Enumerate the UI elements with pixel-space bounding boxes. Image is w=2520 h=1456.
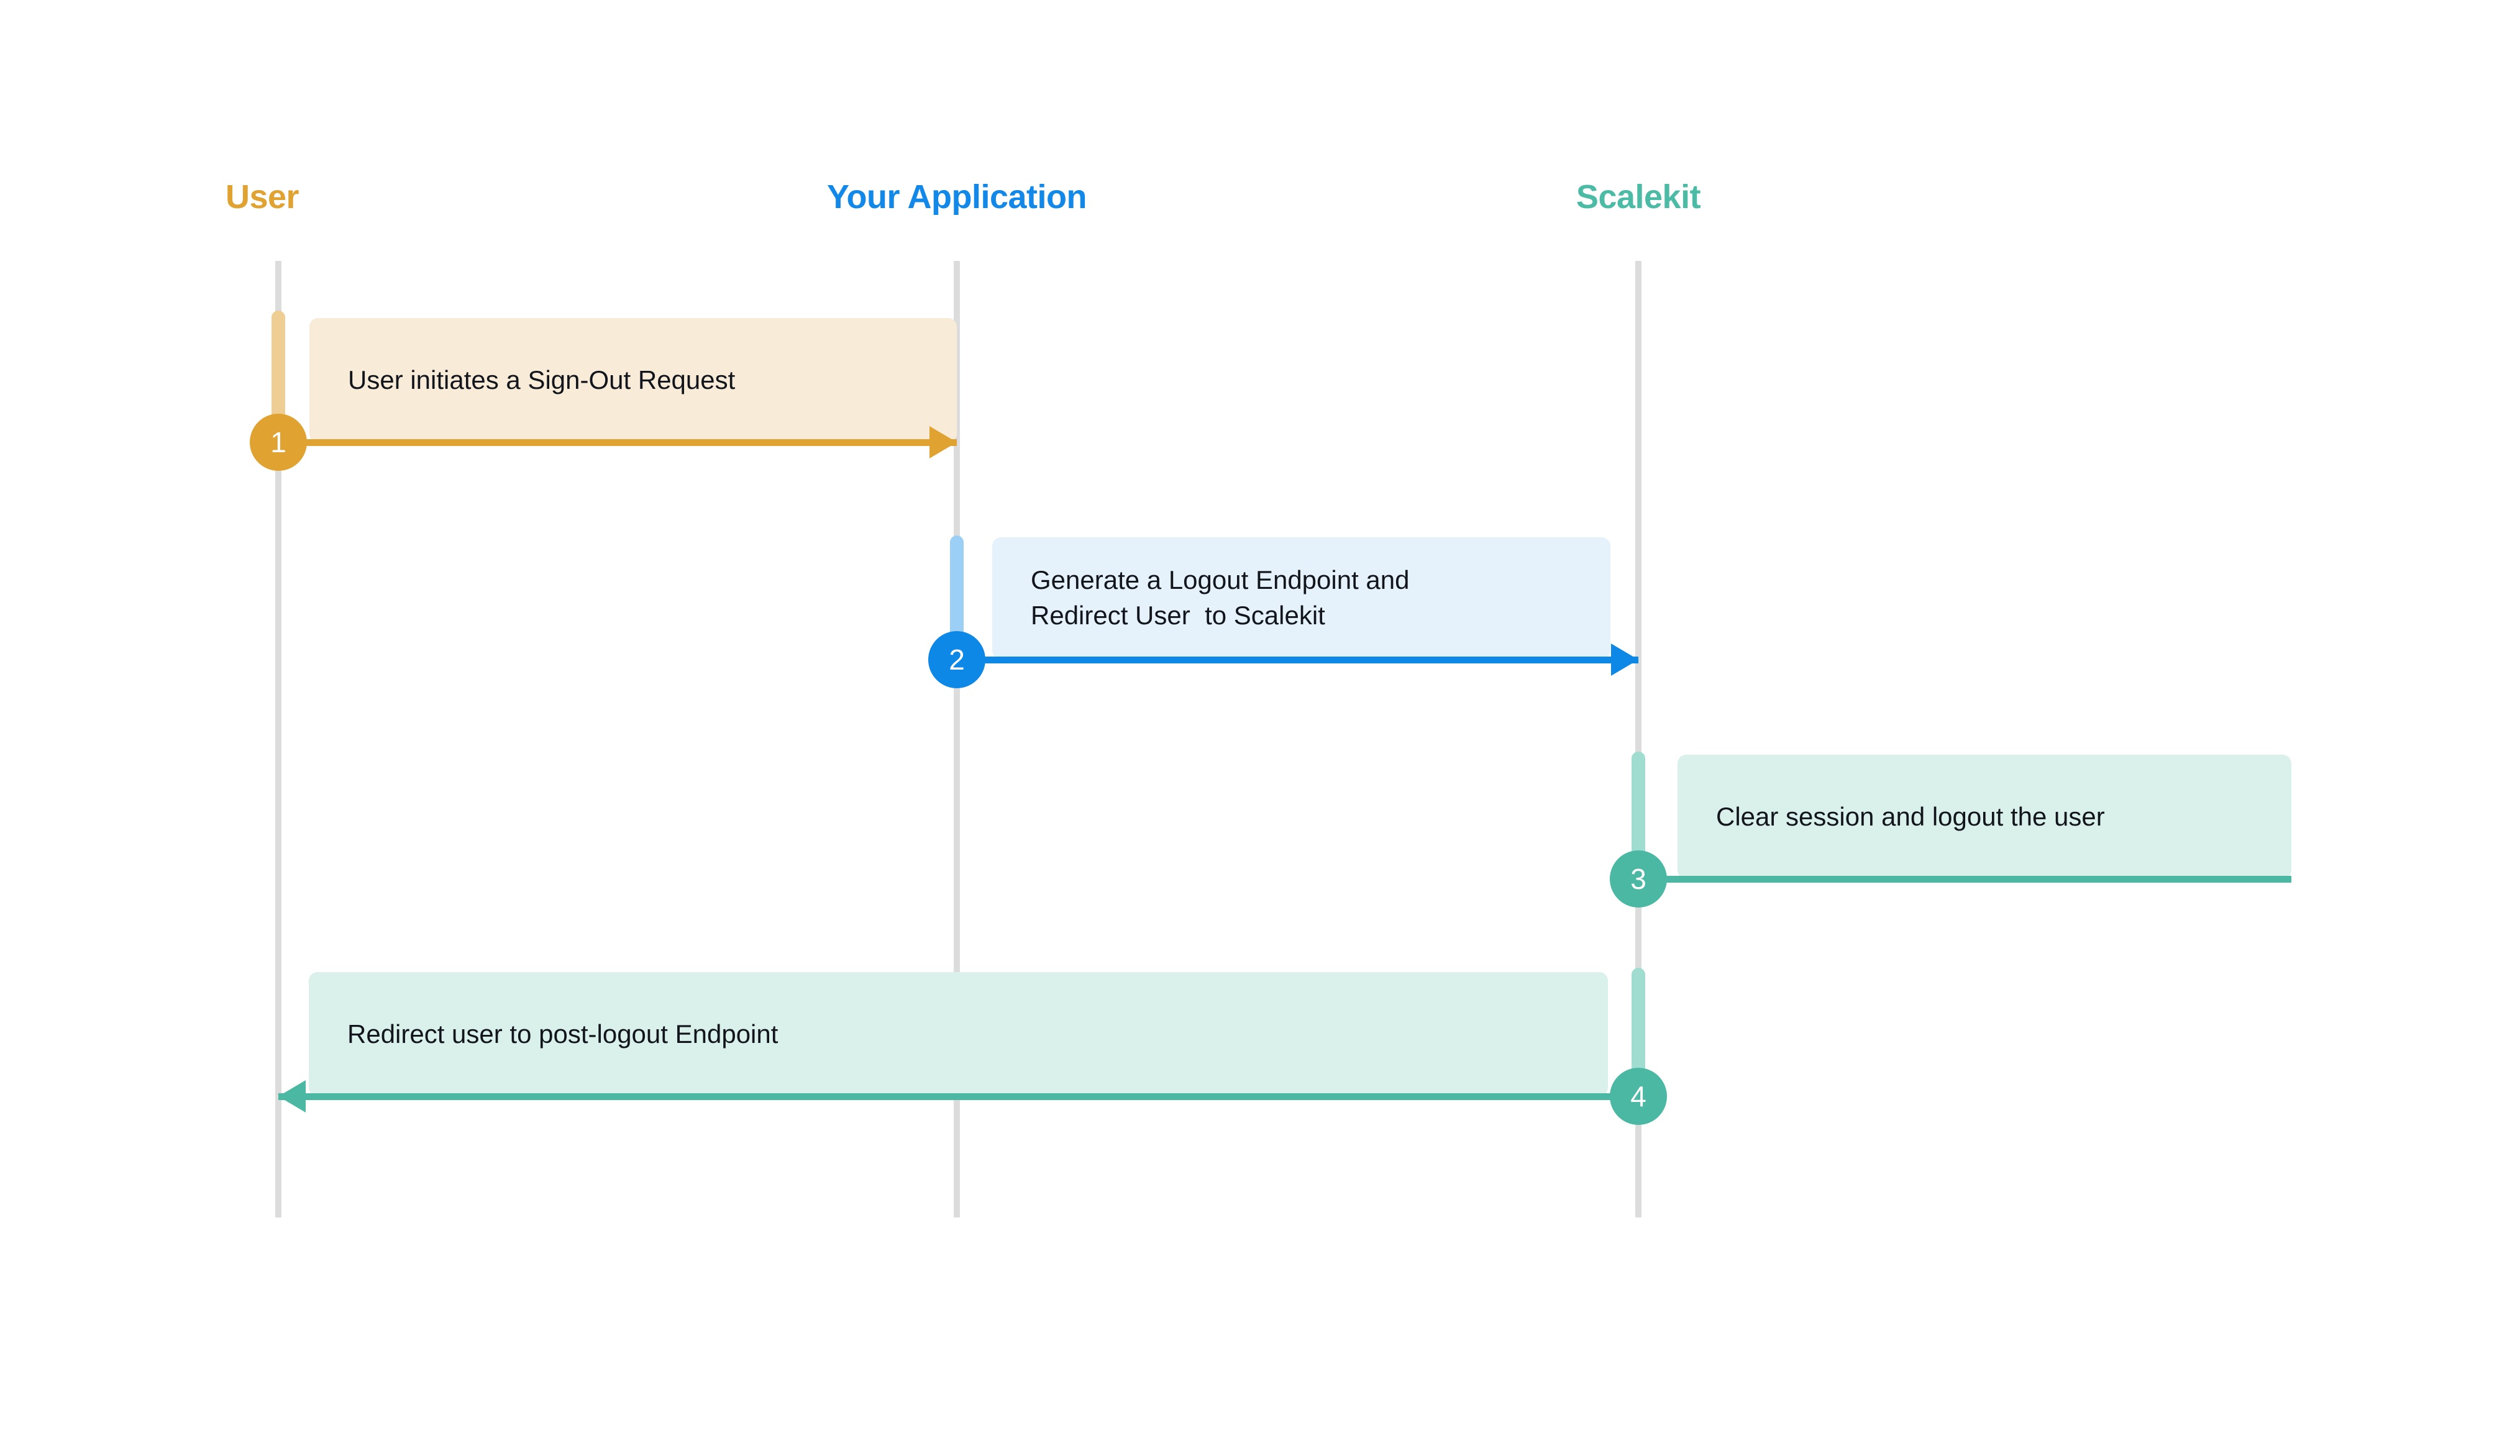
message-label-step-2-line-1: Generate a Logout Endpoint and: [1031, 565, 1410, 595]
message-box-step-3: Clear session and logout the user: [1678, 755, 2291, 879]
message-box-step-1: User initiates a Sign-Out Request: [309, 318, 957, 442]
actor-label-scalekit: Scalekit: [1576, 178, 1701, 216]
activation-bar-step-1: [272, 311, 285, 429]
lifeline-your-application: [954, 261, 960, 1217]
arrowhead-step-2: [1611, 644, 1638, 676]
message-label-step-1-line-1: User initiates a Sign-Out Request: [348, 365, 736, 394]
message-arrow-step-3: [1638, 876, 2291, 883]
step-number-2[interactable]: 2: [928, 631, 985, 688]
lifeline-user: [275, 261, 281, 1217]
actor-label-user: User: [226, 178, 299, 216]
activation-bar-step-3: [1632, 752, 1645, 863]
lifeline-scalekit: [1635, 261, 1641, 1217]
message-box-step-4: Redirect user to post-logout Endpoint: [309, 972, 1608, 1096]
message-arrow-step-1: [278, 439, 957, 446]
message-label-step-2-line-2: Redirect User to Scalekit: [1031, 601, 1325, 630]
step-number-1[interactable]: 1: [250, 414, 307, 471]
message-label-step-4-line-1: Redirect user to post-logout Endpoint: [347, 1019, 778, 1049]
message-label-step-3-line-1: Clear session and logout the user: [1716, 801, 2105, 831]
step-number-4[interactable]: 4: [1610, 1068, 1667, 1125]
message-arrow-step-2: [957, 657, 1638, 663]
actor-label-your-application: Your Application: [827, 178, 1087, 216]
step-number-3[interactable]: 3: [1610, 850, 1667, 908]
activation-bar-step-2: [950, 535, 964, 647]
arrowhead-step-1: [929, 426, 957, 458]
message-arrow-step-4: [278, 1093, 1638, 1100]
arrowhead-step-4: [278, 1080, 306, 1112]
activation-bar-step-4: [1632, 968, 1645, 1080]
